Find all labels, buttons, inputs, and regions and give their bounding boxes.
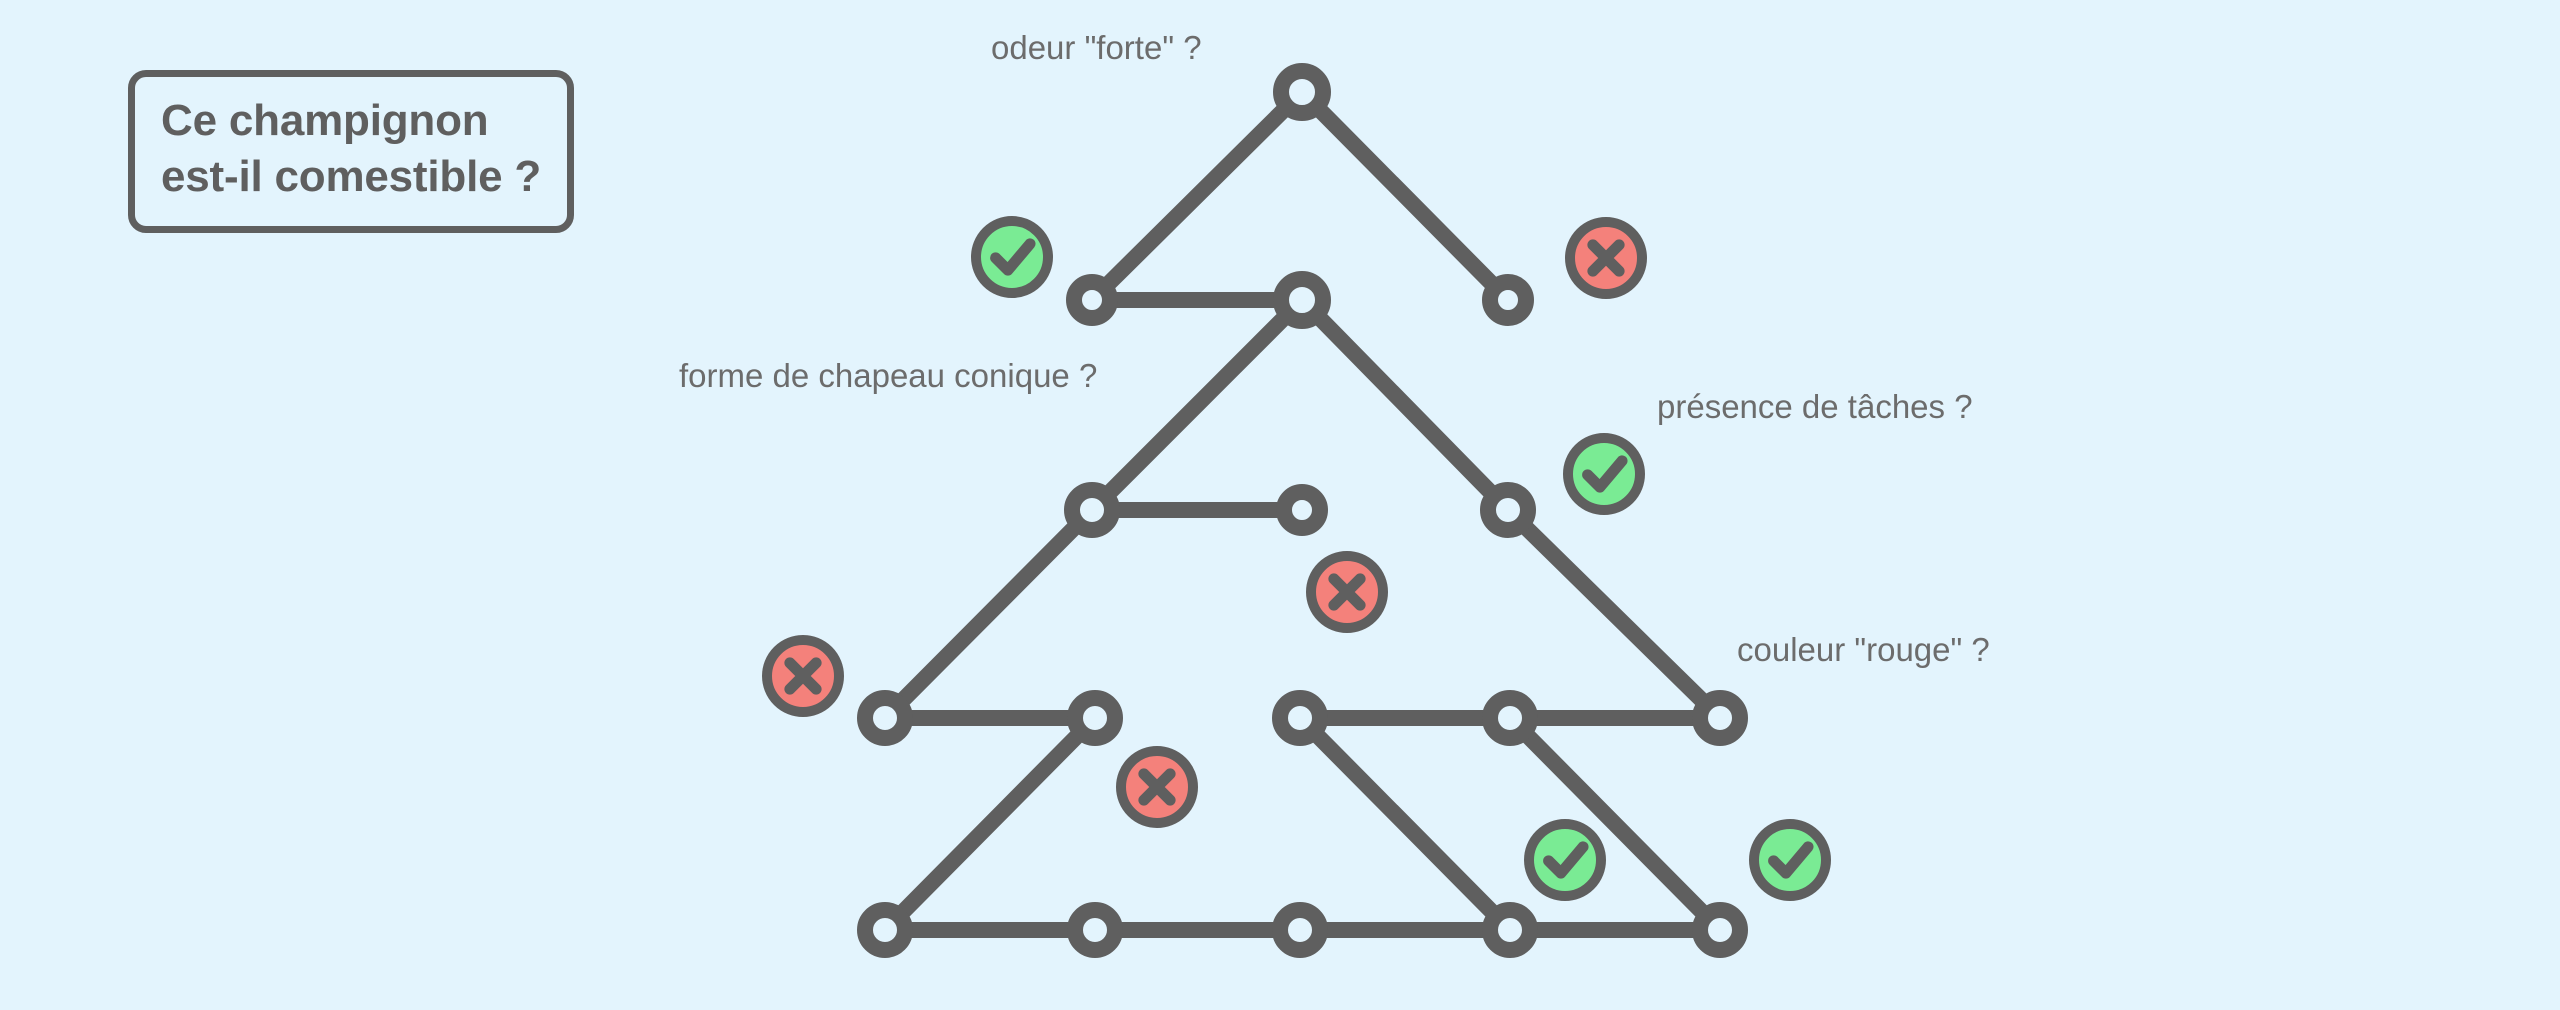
tree-edge	[877, 502, 1100, 726]
tree-node[interactable]	[1692, 902, 1748, 958]
tree-node[interactable]	[1067, 690, 1123, 746]
tree-node[interactable]	[1482, 274, 1534, 326]
tree-edge	[877, 710, 1103, 938]
tree-node[interactable]	[857, 690, 913, 746]
tree-edge	[1292, 710, 1518, 938]
title-card-text: Ce champignon est-il comestible ?	[161, 96, 542, 202]
cross-icon	[1306, 551, 1388, 633]
tree-edge	[1500, 502, 1728, 726]
question-label-taches: présence de tâches ?	[1657, 388, 1973, 425]
title-card: Ce champignon est-il comestible ?	[128, 70, 575, 233]
check-icon	[1749, 819, 1831, 901]
tree-node[interactable]	[1276, 484, 1328, 536]
question-label-couleur: couleur "rouge" ?	[1737, 631, 1990, 668]
question-label-odeur: odeur "forte" ?	[991, 29, 1202, 66]
tree-node[interactable]	[1272, 902, 1328, 958]
tree-node[interactable]	[1066, 274, 1118, 326]
tree-node[interactable]	[1480, 482, 1536, 538]
tree-node[interactable]	[1692, 690, 1748, 746]
tree-node[interactable]	[1272, 690, 1328, 746]
tree-edge	[1502, 710, 1728, 938]
check-icon	[971, 216, 1053, 298]
tree-edge	[1294, 292, 1516, 518]
check-icon	[1563, 433, 1645, 515]
tree-node[interactable]	[1064, 482, 1120, 538]
tree-node[interactable]	[1482, 690, 1538, 746]
tree-edge	[1084, 84, 1310, 308]
tree-node[interactable]	[1273, 271, 1331, 329]
tree-node[interactable]	[1067, 902, 1123, 958]
tree-node[interactable]	[1482, 902, 1538, 958]
question-label-chapeau: forme de chapeau conique ?	[679, 357, 1098, 394]
cross-icon	[1565, 217, 1647, 299]
check-icon	[1524, 819, 1606, 901]
cross-icon	[1116, 746, 1198, 828]
tree-edge	[1084, 292, 1310, 518]
tree-node[interactable]	[857, 902, 913, 958]
edges-group	[877, 84, 1728, 938]
tree-edge	[1294, 84, 1516, 308]
nodes-group	[857, 63, 1748, 958]
tree-node[interactable]	[1273, 63, 1331, 121]
badges-group	[762, 216, 1831, 901]
cross-icon	[762, 635, 844, 717]
